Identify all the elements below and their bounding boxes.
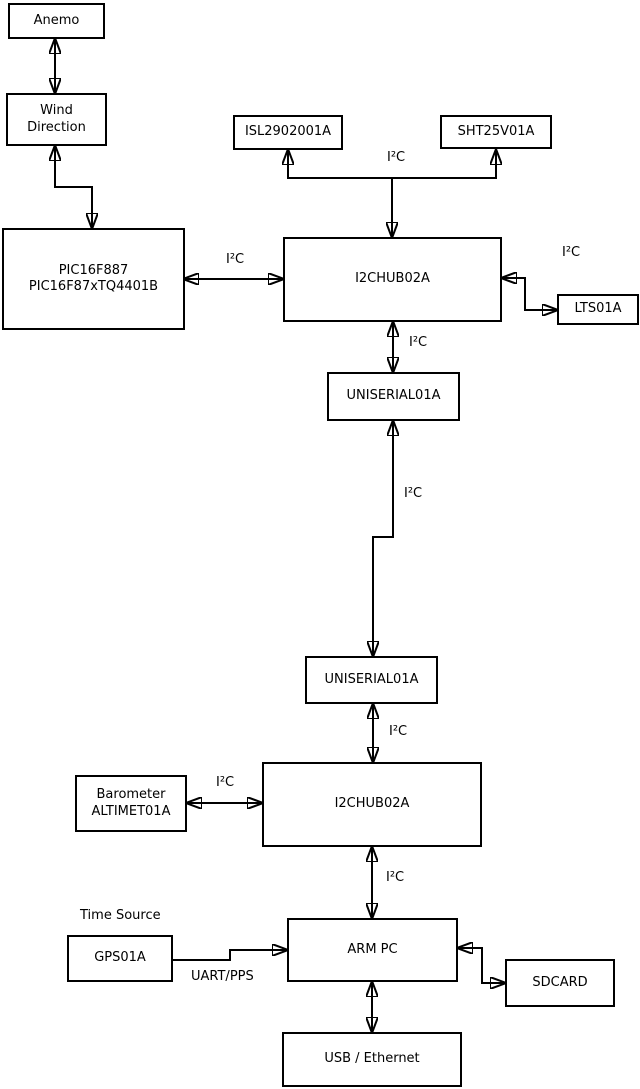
node-lts01a: LTS01A <box>557 294 639 325</box>
label-i2c-hub2-armpc: I²C <box>386 870 405 885</box>
edge-winddirection-pic <box>55 146 92 228</box>
label-i2c-uniserial-hub2: I²C <box>389 724 408 739</box>
node-i2chub02a-top: I2CHUB02A <box>283 237 502 322</box>
label-uart-pps: UART/PPS <box>191 969 254 984</box>
label-i2c-lts: I²C <box>562 245 581 260</box>
label-i2c-hub1-uniserial: I²C <box>409 335 428 350</box>
edge-hub1-lts-i2c <box>502 278 557 310</box>
edge-gps-armpc-uart <box>173 950 287 961</box>
label-i2c-barometer: I²C <box>216 775 235 790</box>
node-sht25v01a: SHT25V01A <box>440 115 552 149</box>
node-gps01a: GPS01A <box>67 935 173 982</box>
edge-armpc-sdcard <box>458 948 505 983</box>
label-i2c-uniserial-link: I²C <box>404 486 423 501</box>
label-i2c-pic-hub1: I²C <box>226 252 245 267</box>
label-time-source: Time Source <box>80 908 161 923</box>
label-i2c-sensor-bus: I²C <box>387 150 406 165</box>
node-arm-pc: ARM PC <box>287 918 458 982</box>
edge-uniserial-top-uniserial-bottom-i2c <box>373 421 393 656</box>
node-barometer-altimet01a: Barometer ALTIMET01A <box>75 775 187 832</box>
node-uniserial01a-bottom: UNISERIAL01A <box>305 656 438 704</box>
node-anemo: Anemo <box>8 3 105 39</box>
node-i2chub02a-bottom: I2CHUB02A <box>262 762 482 847</box>
node-wind-direction: Wind Direction <box>6 93 107 146</box>
node-sdcard: SDCARD <box>505 959 615 1007</box>
node-isl2902001a: ISL2902001A <box>233 115 343 150</box>
node-uniserial01a-top: UNISERIAL01A <box>327 372 460 421</box>
node-pic16f887: PIC16F887 PIC16F87xTQ4401B <box>2 228 185 330</box>
node-usb-ethernet: USB / Ethernet <box>282 1032 462 1087</box>
